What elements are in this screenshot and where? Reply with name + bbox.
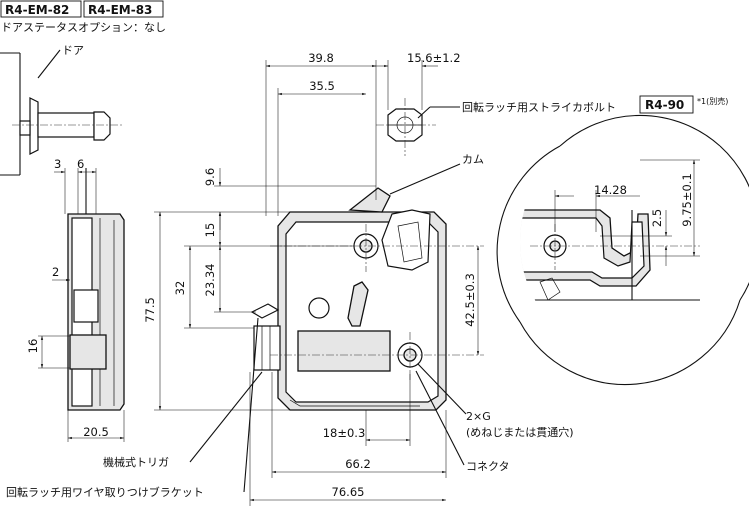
dim-42-5: 42.5±0.3 (463, 273, 477, 327)
dim-66-2: 66.2 (345, 457, 371, 471)
dim-35-5: 35.5 (309, 79, 335, 93)
dim-bolt: 15.6±1.2 (407, 51, 461, 65)
detail-view: 14.28 2.5 9.75±0.1 (496, 114, 749, 386)
dim-side-20-5: 20.5 (83, 425, 109, 439)
code-box-82 (0, 0, 82, 18)
dim-9-6: 9.6 (203, 168, 217, 186)
code-box-83 (83, 0, 164, 18)
cam-label: カム (462, 153, 484, 166)
connector-label: コネクタ (466, 460, 510, 473)
dim-2-5: 2.5 (650, 209, 664, 227)
striker-bolt: 15.6±1.2 (372, 51, 461, 156)
striker-note: *1(別売) (697, 96, 728, 106)
trigger-label: 機械式トリガ (103, 455, 169, 469)
dim-side-2: 2 (52, 265, 59, 279)
dim-9-75: 9.75±0.1 (680, 173, 694, 227)
dim-15: 15 (203, 223, 217, 238)
side-view: 3 6 2 16 20.5 (26, 157, 125, 442)
dim-39-8: 39.8 (308, 51, 334, 65)
dim-23-34: 23.34 (203, 264, 217, 297)
bracket-label: 回転ラッチ用ワイヤ取りつけブラケット (6, 485, 204, 499)
door-label: ドア (62, 44, 84, 57)
door-status-option: ドアステータスオプション：なし (1, 21, 166, 34)
dim-14-28: 14.28 (594, 183, 627, 197)
latch-front-view (250, 187, 484, 411)
code-r4-em-83: R4-EM-83 (88, 3, 152, 17)
dim-32: 32 (173, 281, 187, 296)
header-codes: R4-EM-82 R4-EM-83 ドアステータスオプション：なし (0, 0, 166, 34)
dim-side-3: 3 (54, 157, 61, 171)
right-dimension: 42.5±0.3 (463, 246, 480, 355)
bottom-dimensions: 18±0.3 66.2 76.65 (249, 372, 447, 506)
top-dimensions: 39.8 35.5 (265, 51, 377, 216)
code-r4-em-82: R4-EM-82 (5, 3, 69, 17)
dim-18: 18±0.3 (323, 426, 366, 440)
dim-side-16: 16 (26, 339, 40, 354)
dim-side-6: 6 (77, 157, 84, 171)
dim-77-5: 77.5 (143, 297, 157, 323)
door-view: ドア (0, 44, 122, 176)
main-view-callouts: 回転ラッチ用ストライカボルト R4-90 *1(別売) カム 2×G (めねじま… (6, 95, 728, 499)
left-dimensions: 9.6 15 23.34 32 77.5 (143, 168, 376, 411)
dim-76-65: 76.65 (332, 485, 365, 499)
striker-code: R4-90 (645, 98, 684, 112)
hole-count-label: 2×G (466, 410, 491, 423)
hole-desc-label: (めねじまたは貫通穴) (466, 425, 574, 439)
striker-label: 回転ラッチ用ストライカボルト (462, 101, 616, 114)
